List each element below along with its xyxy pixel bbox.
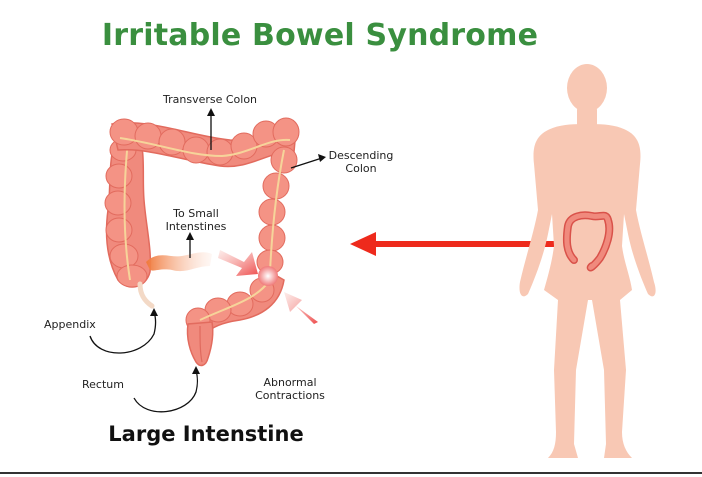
contraction-spot bbox=[258, 266, 278, 286]
caption-large-intestine: Large Intenstine bbox=[108, 422, 304, 446]
body-colon bbox=[562, 211, 614, 272]
label-to-small-line2: Intenstines bbox=[165, 220, 227, 233]
rectum-leader bbox=[133, 369, 199, 413]
human-body-silhouette bbox=[519, 64, 656, 458]
label-abnormal-contractions: Abnormal Contractions bbox=[250, 376, 330, 402]
label-transverse-colon: Transverse Colon bbox=[163, 93, 258, 106]
bottom-divider bbox=[0, 472, 702, 474]
label-appendix: Appendix bbox=[44, 318, 96, 331]
contraction-arrow-lower bbox=[284, 292, 318, 324]
label-descending-line1: Descending bbox=[328, 149, 394, 162]
location-arrow bbox=[350, 232, 566, 256]
label-rectum: Rectum bbox=[82, 378, 124, 391]
transverse-colon bbox=[109, 117, 300, 168]
ascending-colon bbox=[104, 131, 152, 288]
large-intestine bbox=[104, 117, 300, 367]
label-abnormal-line1: Abnormal bbox=[263, 376, 317, 389]
label-to-small-line1: To Small bbox=[173, 207, 219, 220]
label-descending-line2: Colon bbox=[345, 162, 377, 175]
label-abnormal-line2: Contractions bbox=[255, 389, 325, 402]
descending-leader bbox=[290, 157, 323, 169]
contraction-arrow-upper bbox=[218, 250, 258, 276]
small-intestine-stub bbox=[146, 252, 212, 272]
appendix-leader bbox=[89, 311, 157, 354]
label-descending-colon: Descending Colon bbox=[324, 149, 398, 175]
label-to-small-intestines: To Small Intenstines bbox=[158, 207, 234, 233]
appendix bbox=[137, 281, 155, 309]
descending-colon bbox=[256, 146, 298, 275]
page-title: Irritable Bowel Syndrome bbox=[101, 18, 539, 53]
